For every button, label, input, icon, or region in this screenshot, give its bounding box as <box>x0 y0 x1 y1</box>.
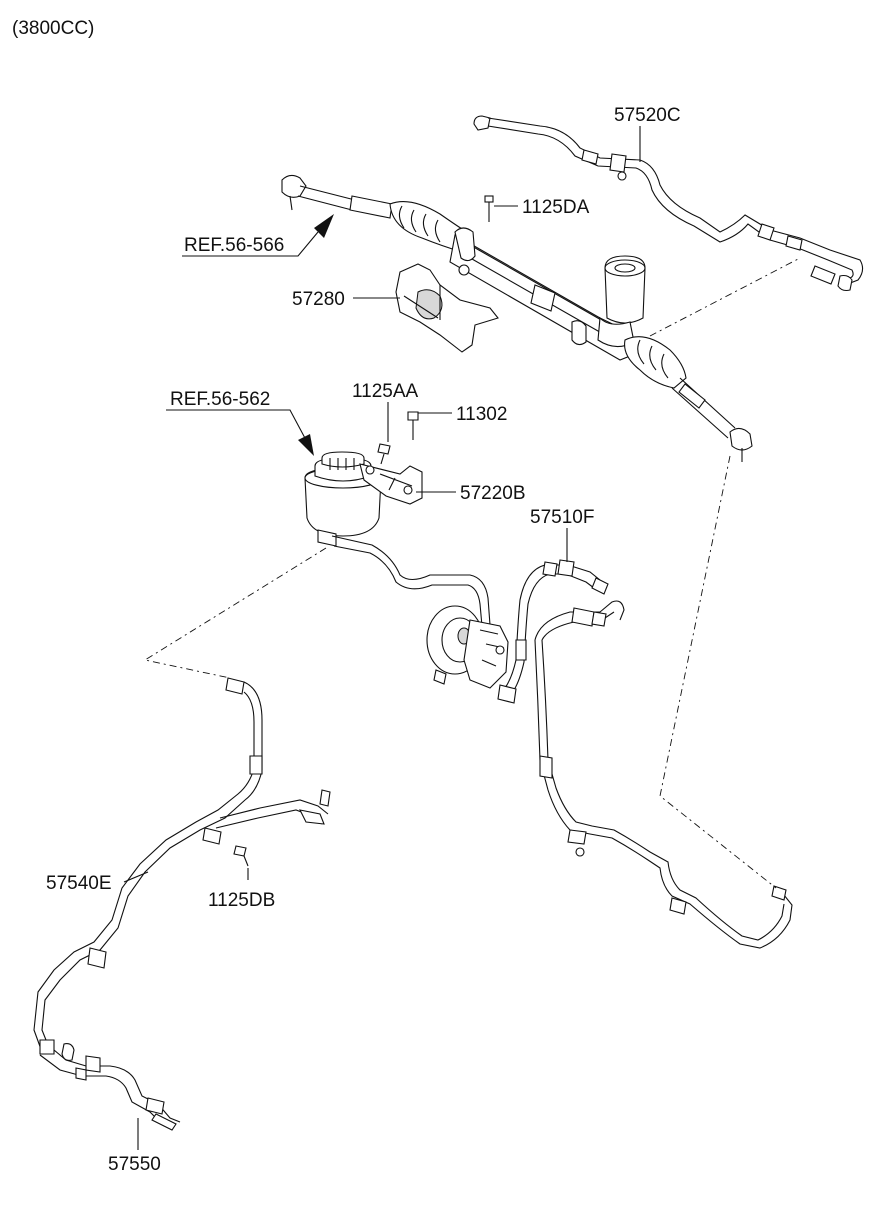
label-1125db[interactable]: 1125DB <box>208 890 275 911</box>
bolt-1125db <box>233 845 249 867</box>
power-steering-pump <box>426 605 509 689</box>
label-57280[interactable]: 57280 <box>292 289 345 310</box>
heat-protector-57280 <box>395 263 499 353</box>
steering-gear-assembly <box>281 174 753 462</box>
engine-variant-label: (3800CC) <box>12 18 94 39</box>
label-57220b[interactable]: 57220B <box>460 483 526 504</box>
bracket-57220b <box>359 463 423 505</box>
pressure-hose-57510f <box>497 559 793 949</box>
reservoir-ref-56-562 <box>304 451 382 547</box>
label-57520c[interactable]: 57520C <box>614 105 681 126</box>
bolt-1125da <box>484 195 494 222</box>
label-57550[interactable]: 57550 <box>108 1154 161 1175</box>
label-57510f[interactable]: 57510F <box>530 507 594 528</box>
connection-lines <box>143 257 801 889</box>
return-tube-57520c <box>473 115 864 292</box>
label-1125da[interactable]: 1125DA <box>522 197 590 218</box>
label-ref-56-562[interactable]: REF.56-562 <box>170 389 270 410</box>
bolt-1125aa <box>377 443 391 465</box>
bolt-11302 <box>407 411 419 440</box>
label-11302[interactable]: 11302 <box>456 404 507 425</box>
return-tube-57540e <box>33 677 331 1131</box>
label-57540e[interactable]: 57540E <box>46 873 112 894</box>
suction-hose <box>331 535 491 626</box>
label-1125aa[interactable]: 1125AA <box>352 381 419 402</box>
callout-leaders <box>123 126 641 1150</box>
label-ref-56-566[interactable]: REF.56-566 <box>184 235 284 256</box>
